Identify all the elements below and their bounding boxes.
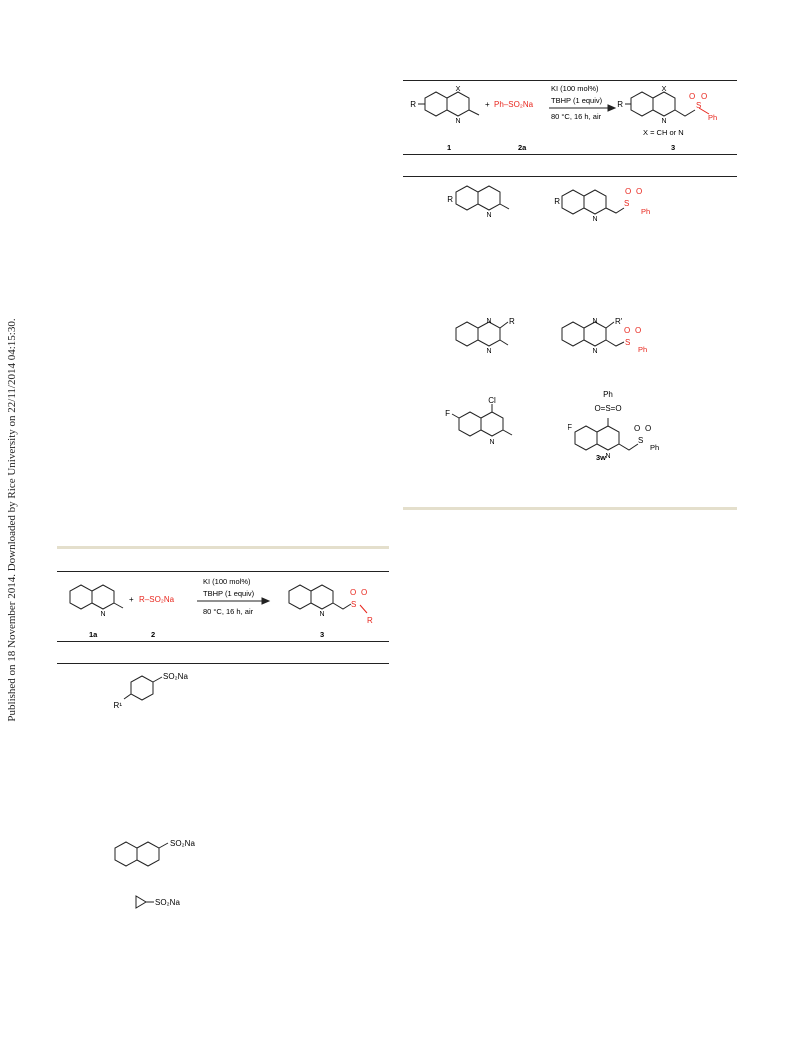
t2-sub-x: X [455,84,460,93]
t2-reagent: Ph–SO₂Na [494,100,534,109]
t2-row3-prod-n: N [605,453,610,460]
t1-row1-r1: R¹ [114,701,123,710]
t1-prod-o2: O [361,588,367,597]
t2-num2: 2a [518,143,527,152]
t2-row3-prod-f: F [568,423,572,432]
t2-row3-so2: O=S=O [594,404,621,413]
table2-reaction-scheme: R X N + Ph–SO₂Na KI (100 mol%) TBHP (1 e… [410,84,717,152]
t1-plus: + [129,595,134,604]
t2-row1-o2: O [636,187,642,196]
t2-row2-prod-r: R' [615,317,623,326]
table1-body-rule [57,663,389,664]
t1-cond3: 80 °C, 16 h, air [203,607,254,616]
t2-row1-substrate: R N [447,185,510,219]
t2-row2-substrate: N N R [455,317,515,355]
t1-prod-s: S [351,600,356,609]
t2-row2-product: N N R' S O O Ph [561,317,647,355]
t2-num3: 3 [671,143,675,152]
t2-row2-o1: O [624,326,630,335]
t1-reagent: R–SO₂Na [139,595,175,604]
publication-side-note: Published on 18 November 2014. Downloade… [2,0,22,1039]
t1-prod-r: R [367,616,373,625]
t2-row2-prod-n1: N [592,318,597,325]
side-note-text: Published on 18 November 2014. Downloade… [6,317,18,722]
t2-row3-s: S [638,436,643,445]
t1-row1-so2na: SO₂Na [163,672,188,681]
t2-sub-n: N [455,118,460,125]
t2-row3-substrate: Cl F N [445,396,513,446]
t2-row2-o2: O [635,326,641,335]
t2-row3-f: F [445,409,450,418]
t1-row3-so2na: SO₂Na [155,898,180,907]
t2-row1-ph: Ph [641,207,650,216]
t1-row2-sulfinate: SO₂Na [114,839,195,867]
t2-prod-ph: Ph [708,113,717,122]
table1-top-band [57,546,389,549]
t1-cond1: KI (100 mol%) [203,577,251,586]
t2-cond1: KI (100 mol%) [551,84,599,93]
table2-body-rule [403,176,737,177]
table2-bottom-band [403,507,737,510]
table2-top-rule [403,80,737,81]
t2-xnote: X = CH or N [643,128,684,137]
t1-row3-sulfinate: SO₂Na [135,895,180,909]
t2-prod-x: X [661,84,666,93]
t1-sub-n: N [100,611,105,618]
t2-cond2: TBHP (1 equiv) [551,96,603,105]
t2-row2-sub-r: R [509,317,515,326]
t2-row3-ph-top: Ph [603,390,613,399]
t2-row1-sub-n: N [486,212,491,219]
t2-row1-sub-r: R [447,195,453,204]
t2-row3-label: 3w [596,453,606,462]
t2-prod-n: N [661,118,666,125]
t2-cond3: 80 °C, 16 h, air [551,112,602,121]
t2-prod-r: R [617,100,623,109]
t2-prod-s: S [696,101,701,110]
t1-cond2: TBHP (1 equiv) [203,589,255,598]
t2-row2-ph: Ph [638,345,647,354]
t2-row3-cl: Cl [488,396,496,405]
t2-row1-prod-r: R [554,197,560,206]
t2-row1-prod-n: N [592,216,597,222]
table1-reaction-scheme: N + R–SO₂Na KI (100 mol%) TBHP (1 equiv)… [69,577,373,639]
t1-prod-n: N [319,611,324,618]
t2-row3-o2: O [645,424,651,433]
t2-row2-sub-n1: N [486,318,491,325]
t1-num2: 2 [151,630,155,639]
table1-top-rule [57,571,389,572]
t2-num1: 1 [447,143,451,152]
t1-num1: 1a [89,630,98,639]
t2-row3-sub-n: N [489,439,494,446]
t2-row3-o1: O [634,424,640,433]
t2-plus: + [485,100,490,109]
t2-row3-product: Ph O=S=O F N S O O Ph 3w [568,390,659,462]
t2-row2-s: S [625,338,630,347]
t1-prod-o1: O [350,588,356,597]
t2-prod-o2: O [701,92,707,101]
t2-row3-ph: Ph [650,443,659,452]
t1-num3: 3 [320,630,324,639]
t2-row1-product: R N S O O Ph [554,187,650,222]
t2-row1-o1: O [625,187,631,196]
t2-prod-o1: O [689,92,695,101]
t2-row2-prod-n2: N [592,348,597,355]
t1-row1-sulfinate: SO₂Na R¹ [114,672,189,710]
t2-sub-r: R [410,100,416,109]
t2-row1-s: S [624,199,629,208]
t2-row2-sub-n2: N [486,348,491,355]
t1-row2-so2na: SO₂Na [170,839,195,848]
table1-mid-rule [57,641,389,642]
table2-mid-rule [403,154,737,155]
